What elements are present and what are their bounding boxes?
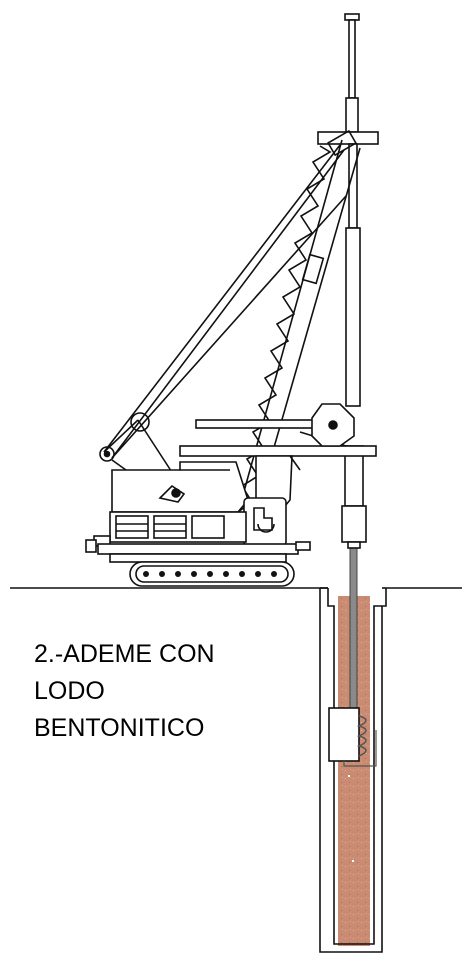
platform-arms <box>179 403 377 457</box>
crawler-track <box>129 561 295 587</box>
caption-line-1: 2.-ADEME CON <box>34 640 215 668</box>
lattice-boom <box>235 129 361 525</box>
auger-bucket-icon <box>328 707 377 767</box>
engine-deck <box>85 511 247 553</box>
slew-base <box>97 541 311 563</box>
crane-rig-icon <box>85 13 379 587</box>
mast <box>317 13 379 549</box>
caption-line-3: BENTONITICO <box>34 714 205 742</box>
kelly-bar-icon <box>349 545 358 709</box>
step-caption: 2.-ADEME CON LODO BENTONITICO <box>34 636 215 747</box>
caption-line-2: LODO <box>34 677 105 705</box>
rig-house <box>111 455 301 547</box>
